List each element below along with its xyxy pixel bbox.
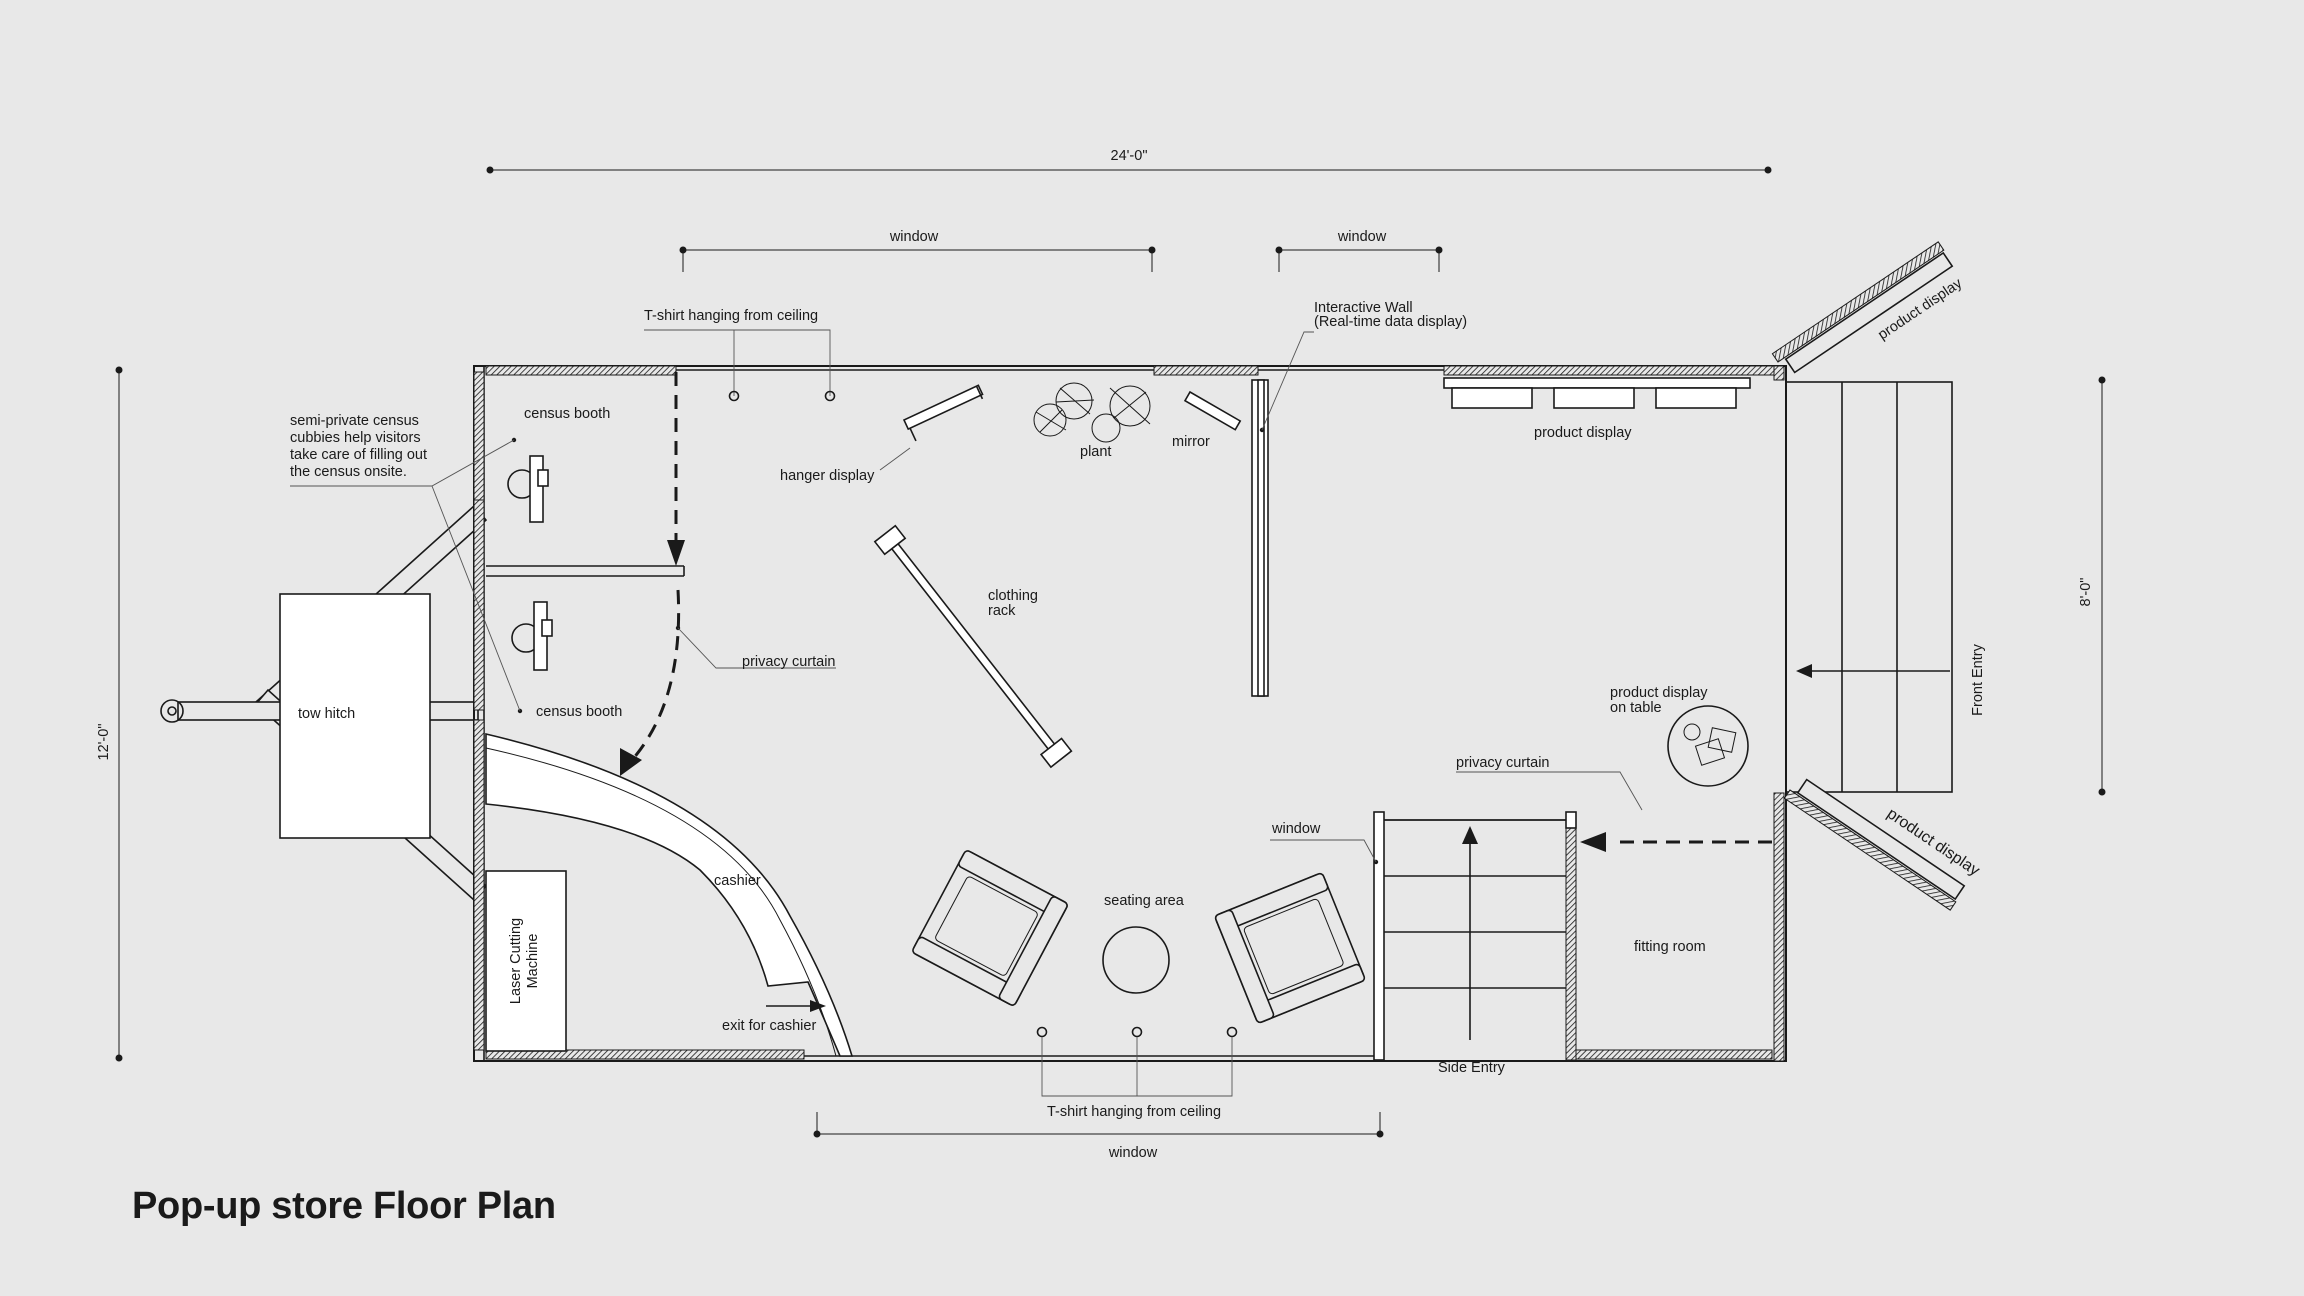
dim-front-label: 8'-0" (2078, 578, 2094, 607)
armchair-right (1214, 872, 1366, 1024)
seating-area: seating area (912, 850, 1366, 1024)
product-table-label-1: product display (1610, 685, 1708, 701)
seating-area-label: seating area (1104, 893, 1185, 909)
tow-hitch-frame: tow hitch (160, 504, 488, 902)
exit-cashier-label: exit for cashier (722, 1018, 816, 1034)
front-entry-ramp: Front Entry (1785, 381, 1986, 793)
census-note-line-2: cubbies help visitors (290, 430, 421, 446)
interactive-wall-label-1: Interactive Wall (1314, 300, 1413, 316)
privacy-curtain-right: privacy curtain (1456, 755, 1772, 852)
plant-label: plant (1080, 444, 1111, 460)
cashier-label: cashier (714, 873, 761, 889)
census-note: semi-private census cubbies help visitor… (290, 413, 521, 712)
privacy-curtain-left-label: privacy curtain (742, 654, 835, 670)
window-top-right-label: window (1337, 229, 1387, 245)
clothing-rack-label-2: rack (988, 603, 1016, 619)
dimension-front-width: 8'-0" (2078, 376, 2106, 796)
mirror-label: mirror (1172, 434, 1210, 450)
armchair-left (912, 850, 1068, 1006)
dimension-window-top-right: window (1275, 229, 1443, 272)
window-top-left-label: window (889, 229, 939, 245)
clothing-rack: clothing rack (873, 524, 1073, 769)
fitting-room-label: fitting room (1634, 939, 1706, 955)
seating-table (1102, 926, 1170, 994)
product-table: product display on table (1610, 685, 1749, 787)
tshirt-hanging-top: T-shirt hanging from ceiling (644, 308, 836, 402)
side-entry-stairs: Side Entry window (1270, 811, 1566, 1076)
hanger-display-label: hanger display (780, 468, 875, 484)
tow-hitch-box (279, 593, 431, 839)
page-title: Pop-up store Floor Plan (132, 1185, 556, 1227)
hanger-display: hanger display (780, 384, 984, 484)
laser-label-1: Laser Cutting (508, 918, 524, 1004)
product-display-ramp-bottom: product display (1783, 778, 1982, 911)
tshirt-hanging-bottom: T-shirt hanging from ceiling (1036, 1026, 1238, 1120)
interactive-wall-label-2: (Real-time data display) (1314, 314, 1467, 330)
census-note-line-3: take care of filling out (290, 447, 427, 463)
census-note-line-4: the census onsite. (290, 464, 407, 480)
product-display-ramp-top: product display (1771, 241, 1966, 374)
laser-label-2: Machine (525, 934, 541, 989)
window-side-label: window (1271, 821, 1321, 837)
privacy-curtain-right-label: privacy curtain (1456, 755, 1549, 771)
front-entry-label: Front Entry (1970, 643, 1986, 715)
product-display-top-label: product display (1534, 425, 1632, 441)
tshirt-top-label: T-shirt hanging from ceiling (644, 308, 818, 324)
mirror: mirror (1172, 390, 1242, 450)
cashier-counter: cashier (485, 732, 854, 1057)
tow-hitch-label: tow hitch (298, 706, 355, 722)
dim-length-label: 24'-0" (1111, 148, 1148, 164)
dim-width-label: 12'-0" (96, 724, 112, 761)
tshirt-bottom-label: T-shirt hanging from ceiling (1047, 1104, 1221, 1120)
privacy-curtain-left: privacy curtain (620, 372, 836, 776)
dimension-window-bottom: window (813, 1112, 1384, 1161)
exit-cashier: exit for cashier (722, 1000, 826, 1034)
census-desk-top (529, 455, 544, 523)
interactive-wall: Interactive Wall (Real-time data display… (1251, 300, 1467, 697)
fitting-room: fitting room (1380, 811, 1706, 1061)
census-booths: census booth census booth (486, 406, 685, 720)
laser-machine: Laser Cutting Machine (485, 870, 567, 1052)
product-table-label-2: on table (1610, 700, 1662, 716)
product-display-wall: product display (1443, 377, 1751, 441)
window-bottom-label: window (1108, 1145, 1158, 1161)
census-booth-top-label: census booth (524, 406, 610, 422)
dimension-window-top-left: window (679, 229, 1156, 272)
side-entry-label: Side Entry (1438, 1060, 1506, 1076)
clothing-rack-label-1: clothing (988, 588, 1038, 604)
dimension-overall-width: 12'-0" (96, 366, 123, 1062)
census-booth-bottom-label: census booth (536, 704, 622, 720)
plant-group: plant (1033, 382, 1151, 460)
census-note-line-1: semi-private census (290, 413, 419, 429)
dimension-overall-length: 24'-0" (486, 148, 1772, 174)
